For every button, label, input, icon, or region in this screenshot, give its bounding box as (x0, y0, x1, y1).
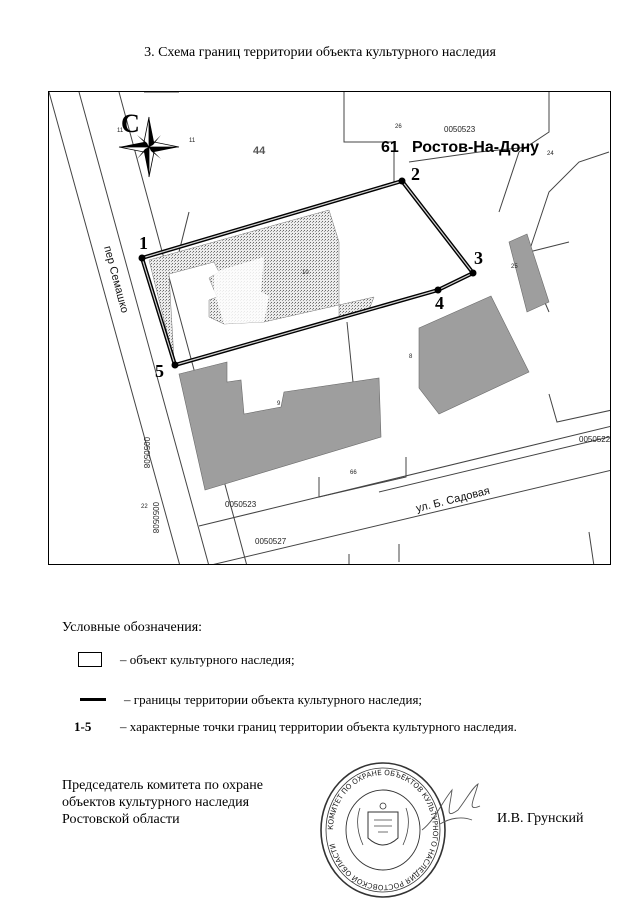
block-label-0050527: 0050527 (255, 537, 287, 546)
autograph-icon (421, 782, 481, 831)
point-label-5: 5 (155, 361, 164, 381)
city-code-label: 61 (381, 139, 399, 156)
parcel-label-22: 22 (141, 504, 148, 510)
boundary-point-5[interactable] (171, 361, 179, 369)
map-frame[interactable]: 1 2 3 4 5 С 44 0050523 0050523 0 (48, 91, 611, 565)
block-label-0050523-top: 0050523 (444, 125, 476, 134)
block-label-0050523-bottom: 0050523 (225, 500, 257, 509)
territory-boundary-inner (141, 180, 474, 366)
compass-rose-icon (118, 116, 180, 178)
street-label-semashko: пер Семашко (101, 245, 130, 315)
heritage-courtyard (214, 257, 269, 324)
point-label-3: 3 (474, 248, 483, 268)
point-label-2: 2 (411, 164, 420, 184)
signer-position-line-3: Ростовской области (62, 812, 180, 827)
boundary-point-2[interactable] (398, 177, 406, 185)
parcel-label-66: 66 (350, 470, 357, 476)
official-seal-icon: КОМИТЕТ ПО ОХРАНЕ ОБЪЕКТОВ КУЛЬТУРНОГО Н… (320, 762, 446, 898)
heritage-object[interactable] (148, 209, 375, 361)
parcel-label-9: 9 (277, 401, 281, 407)
boundary-point-1[interactable] (138, 254, 146, 262)
legend-text-boundary: – границы территории объекта культурного… (124, 692, 423, 707)
legend-title: Условные обозначения: (62, 620, 203, 635)
parcel-label-26: 26 (395, 124, 402, 130)
legend-text-points: – характерные точки границ территории об… (120, 719, 517, 734)
parcel-label-10: 10 (302, 270, 309, 276)
legend-symbol-point-key: 1-5 (74, 719, 92, 734)
parcel-label-8: 8 (409, 354, 413, 360)
boundary-point-4[interactable] (434, 286, 442, 294)
parcel-label-24: 24 (547, 151, 554, 157)
signer-position-line-1: Председатель комитета по охране (62, 778, 263, 793)
legend-symbol-boundary-line (80, 698, 106, 701)
city-name-label: Ростов-На-Дону (412, 139, 539, 156)
parcel-label-11a: 11 (117, 128, 124, 134)
legend-text-heritage: – объект культурного наследия; (120, 652, 295, 667)
parcel-label-25: 25 (511, 264, 518, 270)
map-svg[interactable]: 1 2 3 4 5 С 44 0050523 0050523 0 (49, 92, 611, 565)
page-title: 3. Схема границ территории объекта культ… (144, 45, 496, 60)
block-label-0050522: 0050522 (579, 435, 611, 444)
signer-position-line-2: объектов культурного наследия (62, 795, 250, 810)
road-lines (49, 92, 610, 564)
block-label-44: 44 (253, 145, 266, 157)
signer-name: И.В. Грунский (497, 811, 584, 826)
buildings (178, 233, 550, 491)
signer-position: Председатель комитета по охране объектов… (62, 777, 263, 828)
compass-label: С (121, 109, 140, 138)
boundary-point-3[interactable] (469, 269, 477, 277)
parcel-label-11b: 11 (189, 138, 196, 144)
point-label-4: 4 (435, 293, 444, 313)
block-label-0050508-b: 0050508 (151, 502, 160, 534)
point-label-1: 1 (139, 233, 148, 253)
street-label-sadovaya: ул. Б. Садовая (415, 485, 491, 515)
block-label-0050508-a: 0050508 (142, 437, 151, 469)
boundary-point-markers (138, 177, 477, 369)
legend-symbol-heritage-box (78, 652, 102, 667)
